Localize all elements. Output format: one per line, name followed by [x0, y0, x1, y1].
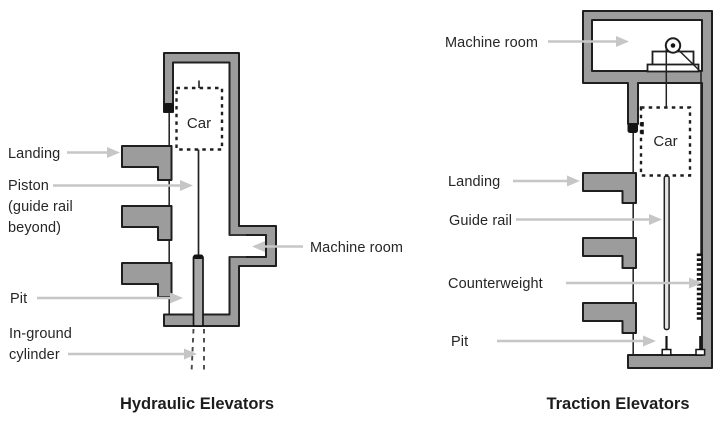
landing-ledge: [121, 145, 173, 181]
label-piston-line2: (guide rail: [8, 199, 73, 215]
traction-title: Traction Elevators: [546, 395, 690, 413]
label-landing-left: Landing: [8, 146, 61, 162]
landing-ledge: [582, 172, 637, 204]
traction-car-box: [639, 106, 692, 177]
hydraulic-car-label: Car: [187, 115, 211, 132]
traction-car-label: Car: [653, 133, 677, 150]
label-inground-line1: In-ground: [9, 326, 72, 342]
hydraulic-cylinder: [192, 255, 204, 327]
guide-rail-line: [663, 175, 670, 331]
label-pit-left: Pit: [10, 291, 28, 307]
label-counterweight: Counterweight: [448, 276, 543, 292]
hoist-machine-base: [646, 63, 700, 73]
label-machine-room-right: Machine room: [445, 35, 539, 51]
label-inground-line2: cylinder: [9, 347, 60, 363]
label-pit-right: Pit: [451, 334, 469, 350]
landing-ledge: [582, 302, 637, 334]
label-machine-room-left: Machine room: [310, 240, 404, 256]
label-piston-line1: Piston: [8, 178, 49, 194]
landing-ledge: [121, 262, 173, 298]
in-ground-cylinder-dash: [190, 328, 195, 374]
label-piston-line3: beyond): [8, 220, 62, 236]
pit-buffer-base: [695, 348, 706, 356]
pulley-axle-icon: [670, 43, 676, 48]
counterweight-rope-diagonal: [677, 49, 702, 73]
hydraulic-shaft-walls: [163, 52, 277, 327]
label-guide-rail: Guide rail: [449, 213, 513, 229]
cylinder-cap: [193, 254, 203, 259]
wall-end-cap: [163, 103, 174, 113]
landing-ledge: [582, 237, 637, 269]
label-piston: Piston (guide rail beyond): [8, 176, 73, 239]
hydraulic-car-box: [175, 86, 224, 151]
pit-buffer-base: [661, 348, 672, 356]
traction-diagram: Car: [497, 10, 713, 369]
landing-ledge: [121, 205, 173, 241]
hydraulic-title: Hydraulic Elevators: [119, 395, 275, 413]
label-landing-right: Landing: [448, 174, 501, 190]
hydraulic-diagram: Car: [37, 52, 303, 374]
label-in-ground-cylinder: In-ground cylinder: [9, 324, 72, 366]
traction-structure-walls: [582, 10, 713, 369]
wall-end-cap: [627, 123, 638, 133]
